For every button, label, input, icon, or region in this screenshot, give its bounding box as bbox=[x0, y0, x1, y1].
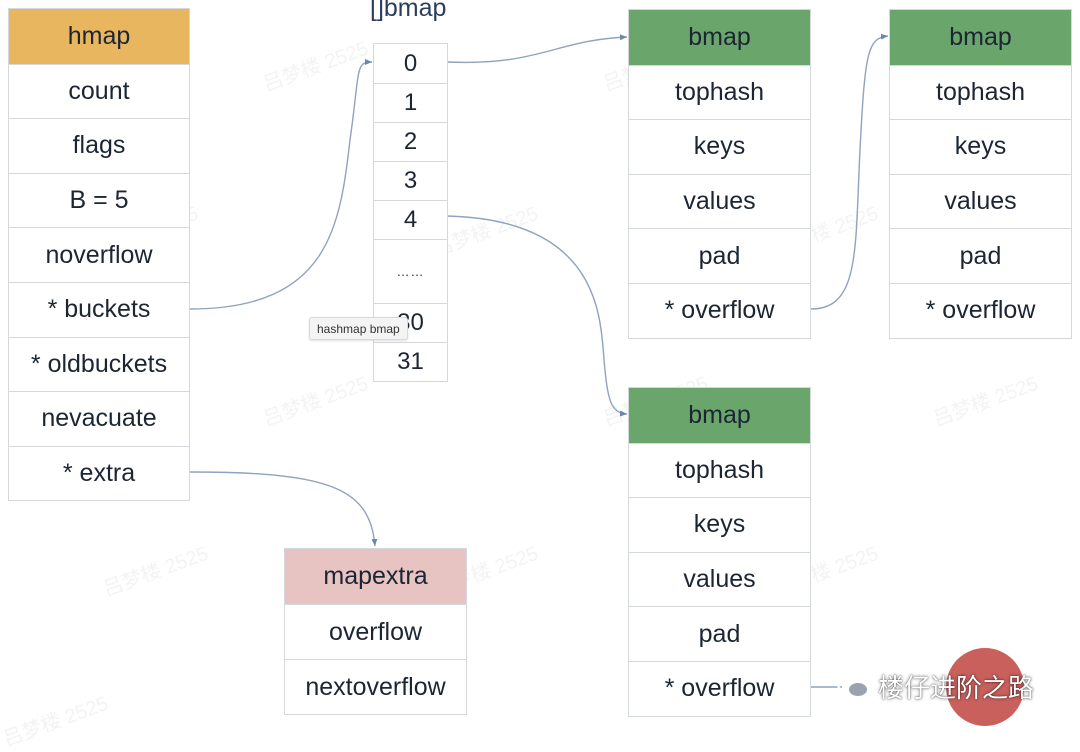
mapextra-field-nextoverflow: nextoverflow bbox=[285, 659, 466, 714]
bmap-field-values: values bbox=[890, 173, 1071, 229]
bucket-slot: 3 bbox=[374, 161, 447, 200]
overflow-to-bmap-arrow bbox=[810, 33, 889, 310]
bmap-header: bmap bbox=[629, 10, 810, 65]
bmap-header: bmap bbox=[629, 388, 810, 443]
hmap-field-oldbuckets: * oldbuckets bbox=[9, 336, 189, 392]
bmap-field-tophash: tophash bbox=[890, 64, 1071, 120]
hmap-field-b: B = 5 bbox=[9, 172, 189, 228]
slot4-to-bmap-arrow bbox=[446, 215, 628, 417]
bmap-struct: bmap tophash keys values pad * overflow bbox=[628, 9, 811, 339]
bmap-field-values: values bbox=[629, 551, 810, 607]
hmap-field-extra: * extra bbox=[9, 445, 189, 501]
buckets-arrow bbox=[189, 59, 373, 310]
hmap-header: hmap bbox=[9, 9, 189, 64]
hmap-struct: hmap count flags B = 5 noverflow * bucke… bbox=[8, 8, 190, 502]
slot0-to-bmap-arrow bbox=[446, 34, 628, 64]
mapextra-struct: mapextra overflow nextoverflow bbox=[284, 548, 467, 715]
bmap-struct: bmap tophash keys values pad * overflow bbox=[628, 387, 811, 717]
bmap-field-overflow: * overflow bbox=[890, 282, 1071, 338]
bmap-field-keys: keys bbox=[890, 119, 1071, 174]
connector-layer bbox=[189, 33, 889, 688]
hover-tooltip: hashmap bmap bbox=[309, 317, 408, 340]
bucket-array-title: []bmap bbox=[370, 0, 447, 22]
hmap-field-flags: flags bbox=[9, 118, 189, 173]
bmap-field-overflow: * overflow bbox=[629, 660, 810, 716]
extra-to-mapextra-arrow bbox=[189, 471, 378, 547]
bmap-field-pad: pad bbox=[629, 606, 810, 661]
mapextra-header: mapextra bbox=[285, 549, 466, 604]
wechat-icon bbox=[836, 673, 869, 698]
bmap-field-tophash: tophash bbox=[629, 64, 810, 120]
bmap-field-keys: keys bbox=[629, 119, 810, 174]
badge-text: 楼仔进阶之路 bbox=[878, 672, 1035, 703]
bucket-slot: 2 bbox=[374, 122, 447, 161]
bmap-field-values: values bbox=[629, 173, 810, 229]
mapextra-field-overflow: overflow bbox=[285, 604, 466, 659]
bmap-field-keys: keys bbox=[629, 497, 810, 552]
hmap-field-nevacuate: nevacuate bbox=[9, 391, 189, 446]
hmap-field-noverflow: noverflow bbox=[9, 227, 189, 282]
badge-circle bbox=[946, 648, 1024, 726]
hmap-field-count: count bbox=[9, 63, 189, 119]
bmap-field-pad: pad bbox=[629, 228, 810, 283]
bucket-slot-ellipsis: …… bbox=[374, 239, 447, 303]
wechat-badge: 楼仔进阶之路 bbox=[836, 664, 1034, 708]
bucket-slot: 1 bbox=[374, 83, 447, 122]
bucket-slot: 31 bbox=[374, 342, 447, 381]
bmap-field-overflow: * overflow bbox=[629, 282, 810, 338]
bmap-struct: bmap tophash keys values pad * overflow bbox=[889, 9, 1072, 339]
bucket-slot: 0 bbox=[403, 49, 418, 77]
bmap-field-pad: pad bbox=[890, 228, 1071, 283]
bucket-slot: 4 bbox=[374, 200, 447, 239]
bmap-field-tophash: tophash bbox=[629, 442, 810, 498]
hmap-field-buckets: * buckets bbox=[9, 281, 189, 337]
bmap-header: bmap bbox=[890, 10, 1071, 65]
